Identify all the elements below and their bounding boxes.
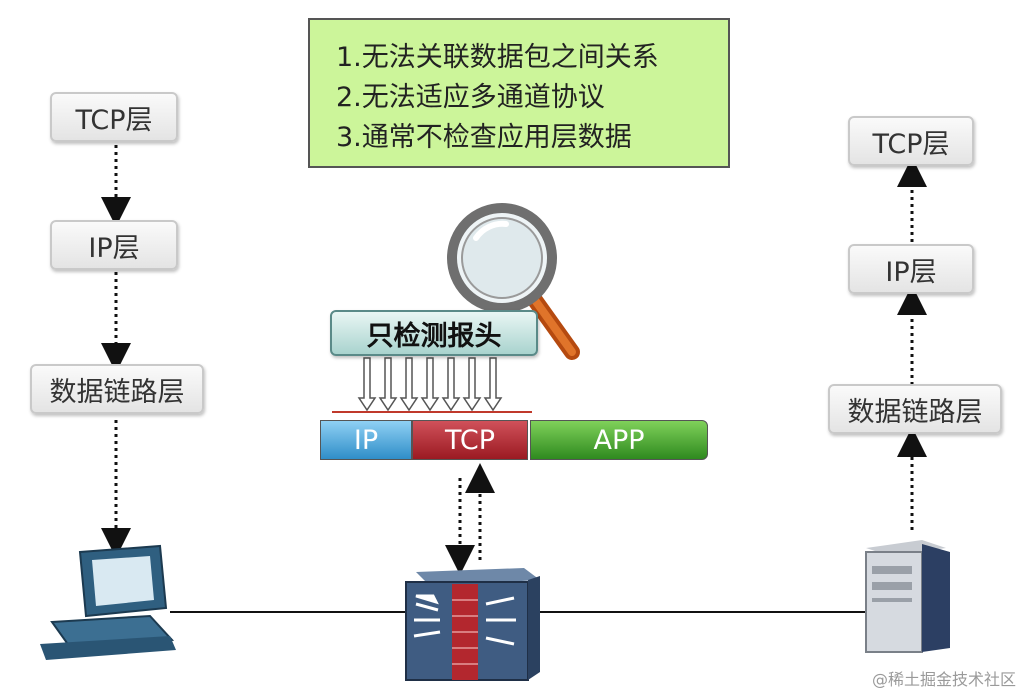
note-line-3: 3.通常不检查应用层数据: [336, 122, 632, 153]
computer-icon: [40, 544, 176, 660]
right-ip-layer: IP层: [848, 244, 974, 294]
packet-tcp-segment: TCP: [412, 420, 528, 460]
inspect-header-label: 只检测报头: [330, 310, 538, 356]
server-icon: [865, 540, 950, 653]
left-ip-layer: IP层: [50, 220, 178, 270]
watermark: @稀土掘金技术社区: [871, 670, 1016, 689]
inspection-arrows: [357, 357, 503, 412]
limitations-note: 1.无法关联数据包之间关系 2.无法适应多通道协议 3.通常不检查应用层数据: [308, 18, 730, 168]
right-datalink-layer: 数据链路层: [828, 384, 1002, 434]
note-line-2: 2.无法适应多通道协议: [336, 82, 605, 113]
note-line-1: 1.无法关联数据包之间关系: [336, 42, 659, 73]
packet-ip-segment: IP: [320, 420, 412, 460]
magnifier-icon: [447, 203, 580, 360]
firewall-icon: [405, 568, 540, 681]
right-tcp-layer: TCP层: [848, 116, 974, 166]
left-datalink-layer: 数据链路层: [30, 364, 204, 414]
left-tcp-layer: TCP层: [50, 92, 178, 142]
packet-app-segment: APP: [530, 420, 708, 460]
